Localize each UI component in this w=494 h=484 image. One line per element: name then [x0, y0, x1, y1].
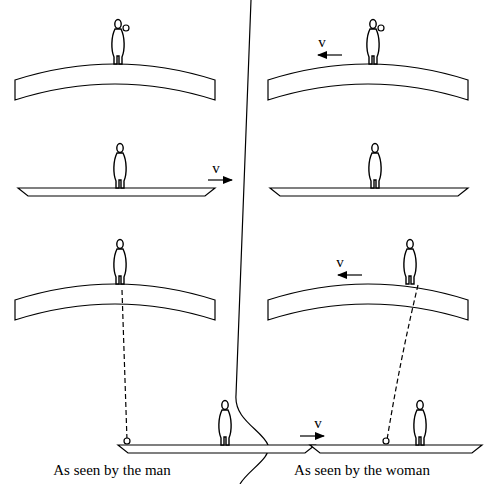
velocity-arrow	[338, 274, 362, 275]
ball	[378, 25, 384, 31]
woman-figure	[369, 144, 381, 189]
flat-platform	[118, 445, 315, 453]
curved-slab	[268, 64, 468, 100]
ball	[123, 25, 129, 31]
ball	[124, 438, 130, 444]
curved-slab	[15, 284, 215, 320]
curved-slab	[268, 284, 468, 320]
velocity-label: v	[314, 416, 322, 431]
flat-platform	[310, 445, 482, 453]
ball	[383, 438, 389, 444]
ball-path	[387, 285, 418, 440]
divider-line	[236, 0, 269, 484]
flat-platform	[270, 188, 468, 196]
caption-text: As seen by the woman	[294, 463, 430, 478]
man-figure	[114, 240, 126, 285]
velocity-arrow	[300, 435, 324, 436]
velocity-arrow	[318, 54, 342, 55]
man-figure	[404, 240, 416, 285]
ball-path	[122, 290, 127, 440]
velocity-label: v	[318, 35, 326, 50]
velocity-label: v	[336, 255, 344, 270]
woman-figure	[219, 401, 231, 446]
velocity-arrow	[208, 179, 232, 180]
man-figure	[112, 20, 124, 65]
velocity-label: v	[212, 161, 220, 176]
woman-figure	[114, 144, 126, 189]
man-figure	[367, 20, 379, 65]
curved-slab	[15, 64, 215, 100]
woman-figure	[414, 401, 426, 446]
flat-platform	[18, 188, 215, 196]
caption-text: As seen by the man	[53, 463, 170, 478]
